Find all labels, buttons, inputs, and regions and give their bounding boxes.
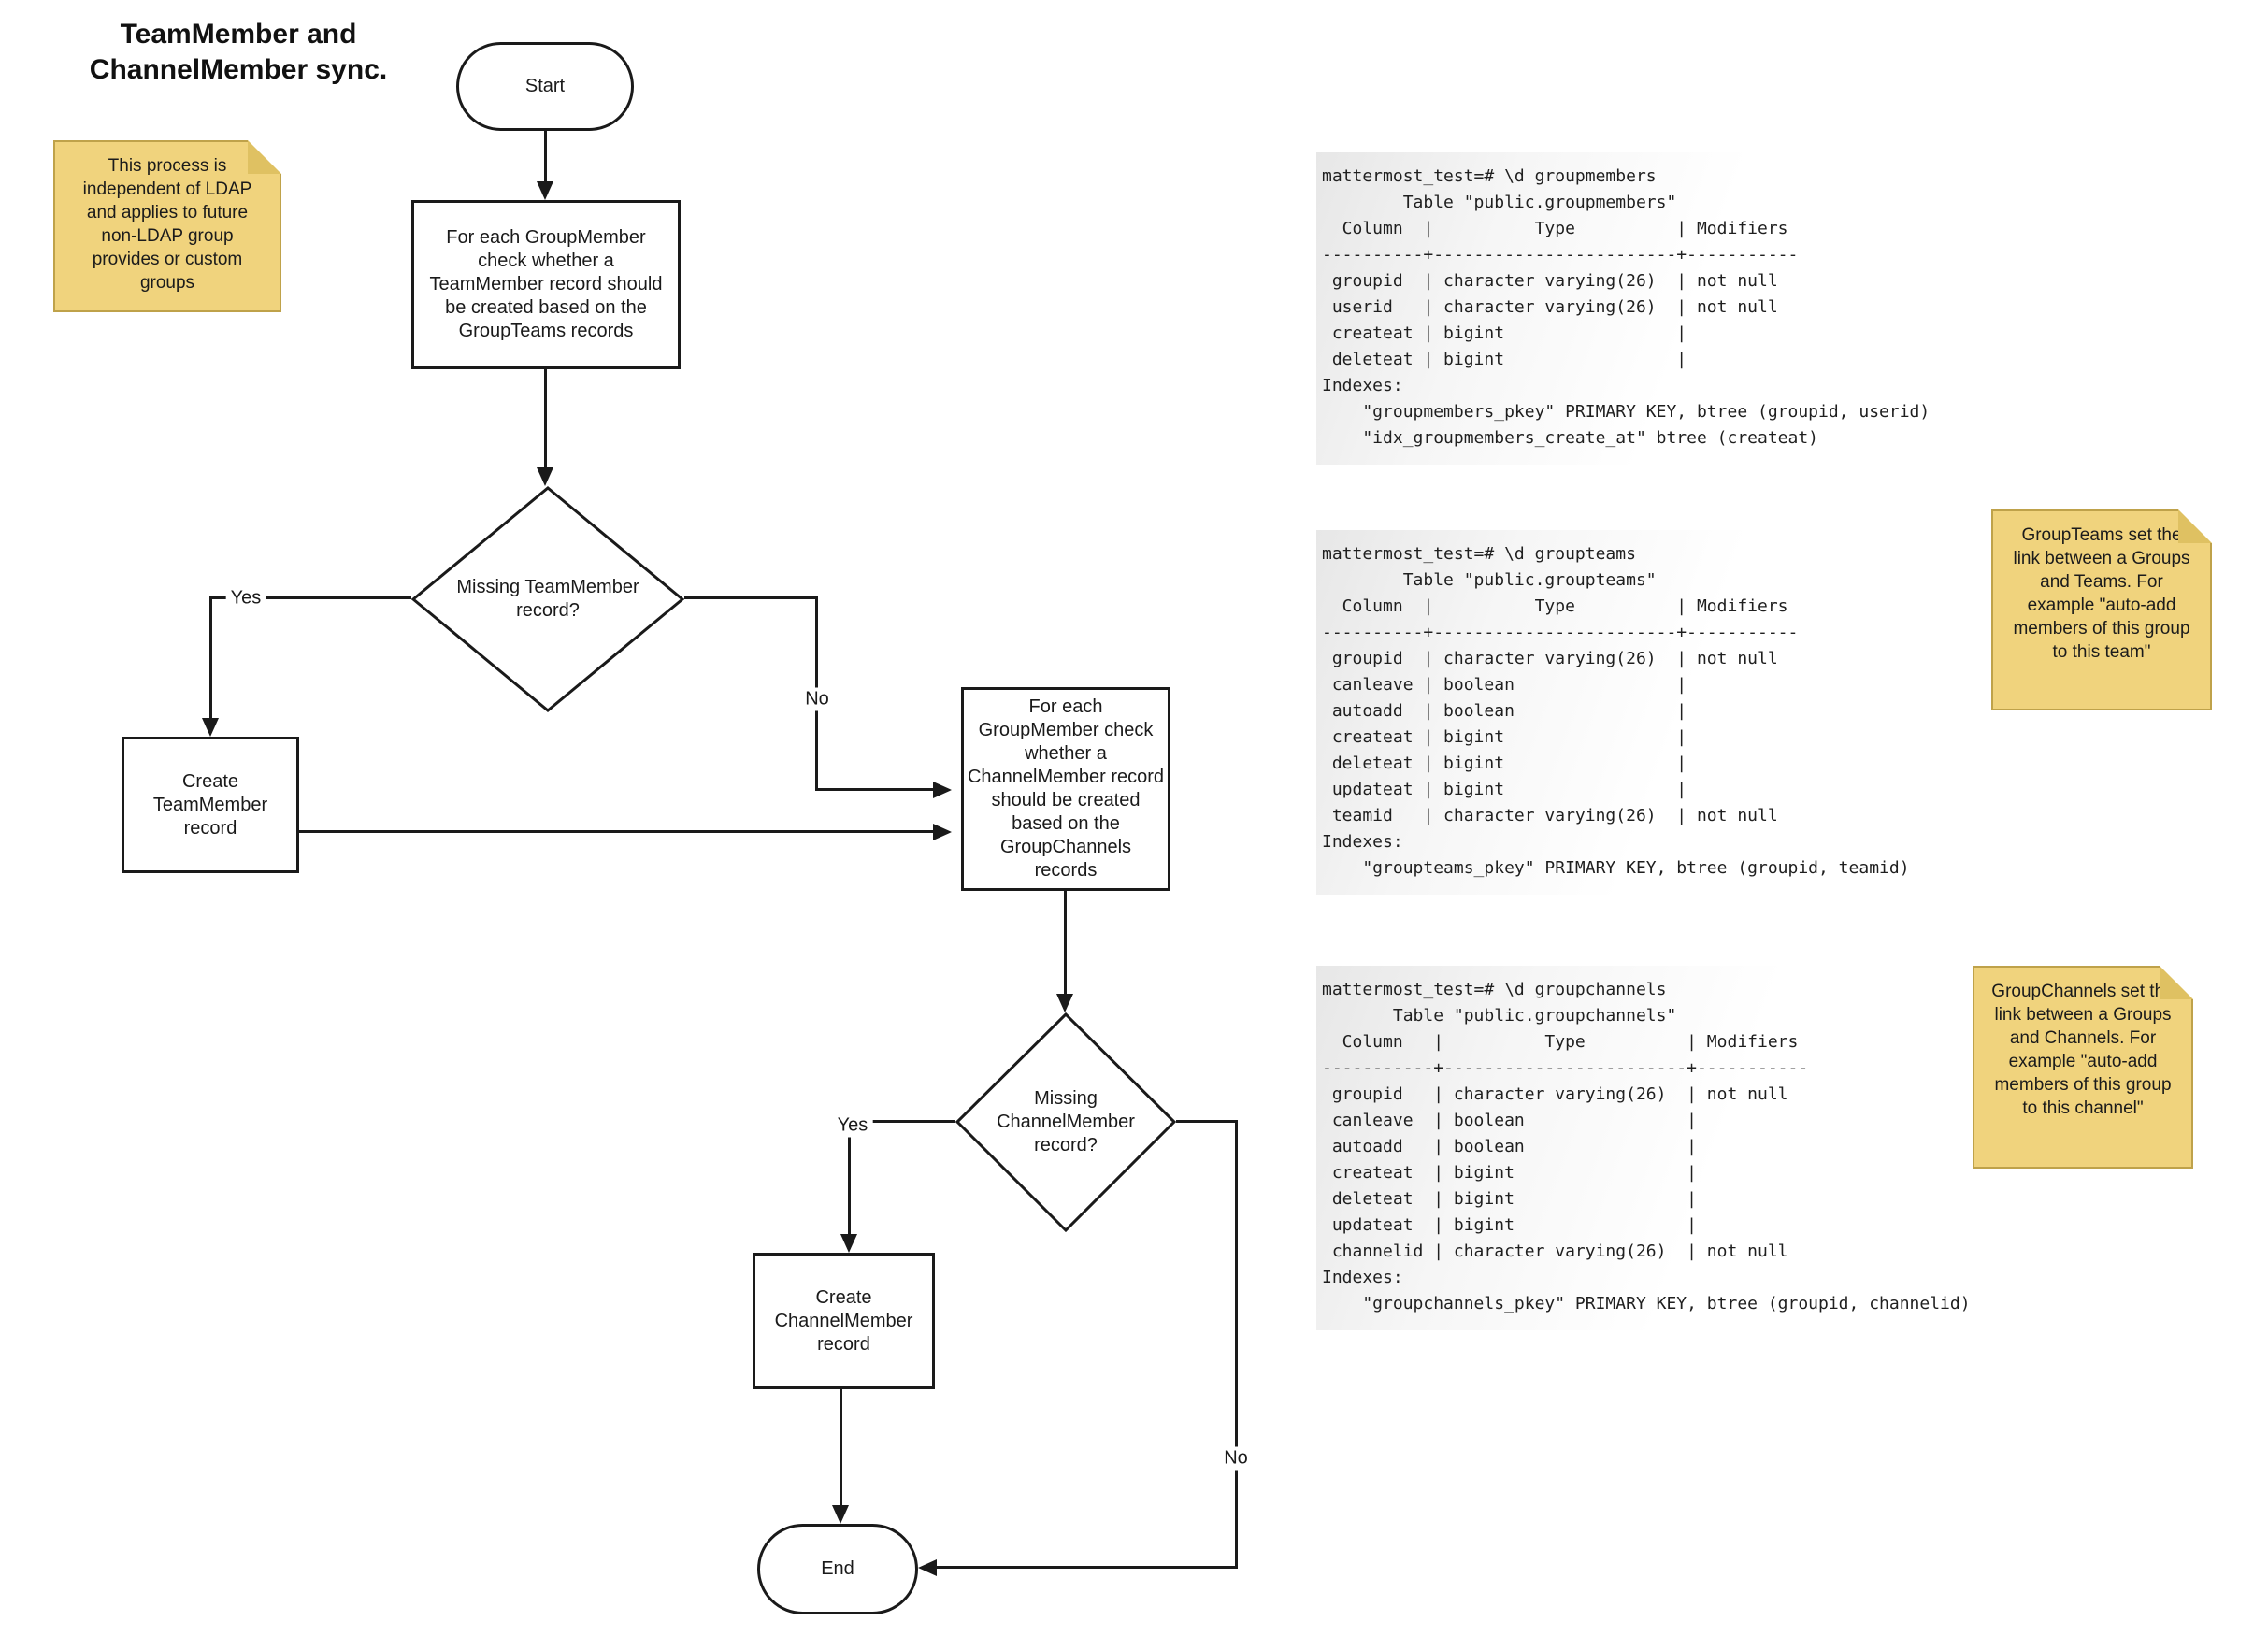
decision-missing-channelmember: Missing ChannelMember record?	[955, 1012, 1176, 1232]
diamond-shape	[411, 486, 684, 712]
edge-label-yes1: Yes	[225, 586, 266, 610]
decision-missing-teammember: Missing TeamMember record?	[411, 486, 684, 712]
edge-no2-hline-bottom	[937, 1566, 1238, 1569]
arrowhead-into-decision1	[537, 467, 553, 486]
note-folded-corner-icon	[2160, 966, 2193, 999]
diamond-shape	[955, 1012, 1176, 1232]
arrowhead-into-check-channel	[933, 824, 952, 840]
edge-label-no2: No	[1219, 1446, 1253, 1471]
edge-yes2-vline	[848, 1120, 851, 1236]
decision-missing-teammember-label: Missing TeamMember record?	[456, 577, 639, 621]
diagram-title: TeamMember and ChannelMember sync.	[89, 19, 388, 85]
arrowhead-into-end	[832, 1505, 849, 1524]
edge-check-team-to-decision1	[544, 369, 547, 469]
code-block-groupchannels: mattermost_test=# \d groupchannels Table…	[1316, 966, 1993, 1330]
end-label: End	[821, 1558, 854, 1579]
code-block-groupmembers: mattermost_test=# \d groupmembers Table …	[1316, 152, 1953, 465]
arrowhead-into-create-team	[202, 718, 219, 737]
edge-start-to-check-team	[544, 131, 547, 183]
arrowhead-into-check-team	[537, 181, 553, 200]
process-create-teammember-label: Create TeamMember record	[152, 770, 268, 839]
start-label: Start	[524, 76, 566, 96]
sticky-note-text: GroupTeams set the link between a Groups…	[2013, 525, 2190, 662]
process-create-teammember: Create TeamMember record	[122, 737, 299, 873]
sticky-note-groupteams: GroupTeams set the link between a Groups…	[1991, 509, 2212, 710]
sticky-note-ldap-disclaimer: This process is independent of LDAP and …	[53, 140, 281, 312]
arrowhead-into-create-channel	[840, 1234, 857, 1253]
arrowhead-no1-into-check-channel	[933, 782, 952, 798]
sticky-note-text: This process is independent of LDAP and …	[82, 156, 252, 293]
edge-create-channel-to-end	[840, 1389, 842, 1507]
sticky-note-groupchannels: GroupChannels set the link between a Gro…	[1973, 966, 2193, 1169]
edge-yes1-hline	[210, 596, 411, 599]
process-check-channelmember-label: For each GroupMember check whether a Cha…	[967, 696, 1165, 881]
process-check-teammember: For each GroupMember check whether a Tea…	[411, 200, 681, 369]
edge-check-channel-to-decision2	[1064, 891, 1067, 996]
edge-label-yes2: Yes	[832, 1113, 873, 1138]
start-terminal: Start	[456, 42, 634, 131]
process-create-channelmember: Create ChannelMember record	[753, 1253, 935, 1389]
decision-missing-channelmember-label: Missing ChannelMember record?	[997, 1088, 1135, 1155]
edge-label-no1: No	[800, 687, 834, 711]
edge-create-team-to-check-channel	[299, 830, 933, 833]
edge-yes1-vline	[209, 596, 212, 720]
process-create-channelmember-label: Create ChannelMember record	[774, 1286, 913, 1355]
note-folded-corner-icon	[248, 140, 281, 174]
note-folded-corner-icon	[2178, 509, 2212, 543]
code-block-groupteams: mattermost_test=# \d groupteams Table "p…	[1316, 530, 1932, 895]
edge-no1-hline-bottom	[815, 788, 933, 791]
arrowhead-into-decision2	[1056, 994, 1073, 1012]
end-terminal: End	[757, 1524, 918, 1614]
process-check-teammember-label: For each GroupMember check whether a Tea…	[429, 227, 663, 341]
process-check-channelmember: For each GroupMember check whether a Cha…	[961, 687, 1170, 891]
sticky-note-text: GroupChannels set the link between a Gro…	[1991, 982, 2175, 1118]
edge-no1-hline-top	[684, 596, 818, 599]
edge-no2-hline-top	[1176, 1120, 1238, 1123]
edge-no2-vline	[1235, 1120, 1238, 1569]
arrowhead-no2-into-end	[918, 1559, 937, 1576]
edge-yes2-hline	[849, 1120, 955, 1123]
